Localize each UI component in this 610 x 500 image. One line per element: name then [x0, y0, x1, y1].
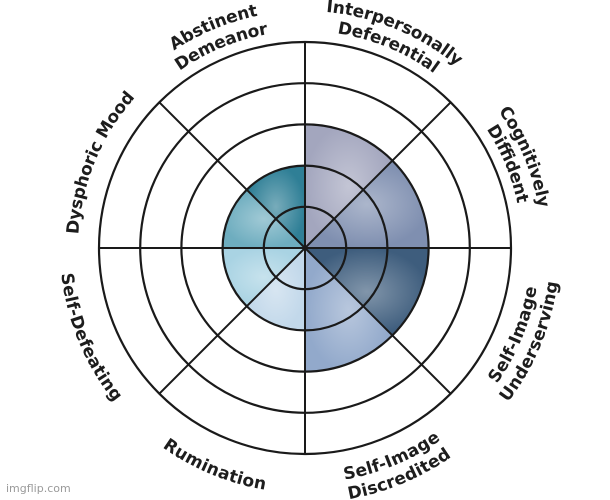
category-label-text-5-0: Self-Defeating [56, 272, 126, 405]
grid-spoke-5 [158, 247, 306, 395]
category-label-5-0: Self-Defeating [56, 272, 126, 405]
grid-spoke-1 [304, 101, 452, 249]
category-label-text-4-0: Rumination [159, 435, 267, 495]
sector-shade-6 [222, 189, 305, 248]
grid [97, 40, 513, 456]
watermark: imgflip.com [6, 482, 71, 495]
sector-shade-5 [222, 248, 305, 307]
grid-spoke-7 [158, 101, 306, 249]
grid-spoke-3 [304, 247, 452, 395]
sector-shade-4 [246, 248, 305, 331]
sector-shade-0 [305, 124, 393, 248]
category-label-4-0: Rumination [159, 435, 267, 495]
sector-shade-3 [305, 248, 393, 372]
sector-shade-2 [305, 248, 429, 336]
sector-shade-7 [246, 165, 305, 248]
sectors [222, 124, 429, 372]
sector-shade-1 [305, 160, 429, 248]
